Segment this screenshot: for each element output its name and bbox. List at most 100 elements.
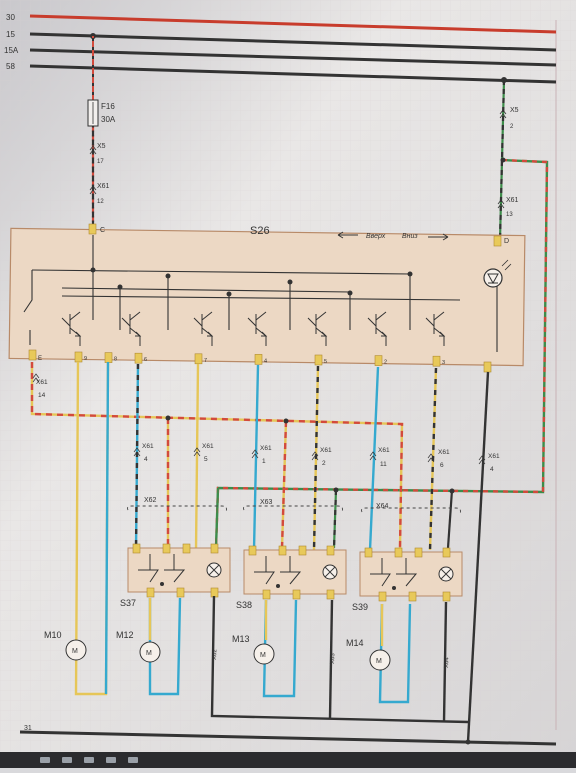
transistor	[425, 311, 446, 346]
ground-label-x63: X63	[330, 653, 336, 665]
terminal-c: C	[100, 227, 105, 234]
wire-label-x61-a-pin: 4	[144, 456, 148, 463]
transistor-group	[61, 311, 446, 346]
transistor	[247, 311, 268, 346]
module-pin	[104, 352, 113, 363]
svg-text:M: M	[376, 658, 382, 665]
conn-x61-top: X61	[97, 183, 110, 190]
module-pin-number: 9	[84, 356, 87, 362]
motor-label: M12	[116, 630, 134, 640]
ground-label-x64: X64	[444, 657, 450, 669]
conn-x61-right-pin: 13	[506, 212, 513, 218]
switch-label: S38	[236, 600, 252, 610]
conn-x5-top: X5	[97, 143, 106, 150]
indicator-lamp	[483, 268, 503, 288]
motor-m12: M M12	[116, 630, 161, 663]
wire-label-x61-f: X61	[438, 449, 450, 456]
module-pin	[432, 355, 441, 367]
switch-label: S37	[120, 598, 136, 608]
switch-boxes: S37 S38 S39	[120, 543, 463, 612]
module-pin-number: 5	[324, 359, 327, 365]
rail-30-label: 30	[6, 13, 15, 22]
switch-s38: S38	[236, 545, 347, 610]
svg-text:M: M	[146, 650, 152, 657]
wire-label-x61-d: X61	[320, 447, 332, 454]
conn-x5-right-pin: 2	[510, 124, 514, 130]
ground-number: 31	[24, 725, 32, 732]
transistor	[367, 311, 388, 346]
fuse-name: F16	[101, 102, 115, 111]
svg-text:M: M	[72, 648, 78, 655]
power-rails: 30 15 15A 58	[4, 13, 557, 84]
wire-label-x61-e: X61	[36, 379, 48, 386]
fuse-rating: 30A	[101, 115, 116, 124]
wire-label-x61-b: X61	[202, 443, 214, 450]
module-down-label: Вниз	[402, 233, 418, 240]
taskbar-icons	[40, 757, 138, 763]
rail-15a	[29, 48, 557, 67]
wire-label-x61-e2: X61	[378, 447, 390, 454]
wire-label-x61-f-pin: 6	[440, 462, 444, 469]
conn-x61-right: X61	[506, 197, 519, 204]
ground-label-x62: X62	[212, 649, 218, 661]
wire-label-x61-g: X61	[488, 453, 500, 460]
monitor-bezel	[0, 752, 576, 768]
module-pin-number: 8	[114, 357, 117, 363]
transistor	[307, 311, 328, 346]
module-body	[8, 227, 526, 367]
wire-label-x61-e-pin: 14	[38, 392, 46, 399]
transistor	[61, 311, 82, 346]
wire-label-x61-c: X61	[260, 445, 272, 452]
terminal-e: E	[38, 356, 42, 362]
module-pin	[254, 354, 263, 365]
motor-m10: M M10	[44, 630, 87, 661]
output-wires	[30, 361, 490, 743]
module-pin-number: 3	[442, 360, 445, 366]
conn-x5-top-pin: 17	[97, 159, 104, 165]
conn-x5-right: X5	[510, 107, 519, 114]
module-s26: S26 Вверх Вниз C D	[8, 223, 526, 373]
module-pin	[374, 355, 383, 366]
feed-left: F16 30A X5 17 X61 12	[87, 33, 116, 225]
transistor	[121, 311, 142, 346]
module-pin	[314, 354, 323, 366]
wire-label-x61-a: X61	[142, 443, 154, 450]
svg-text:M: M	[260, 652, 266, 659]
module-up-label: Вверх	[366, 233, 386, 240]
rail-58	[29, 64, 557, 84]
wire-label-x61-d-pin: 2	[322, 460, 326, 467]
motor-label: M14	[346, 638, 364, 648]
sub-connector-x63: X63	[260, 499, 273, 506]
module-name: S26	[250, 225, 270, 237]
rail-58-label: 58	[6, 62, 15, 71]
module-pin-number: 6	[144, 357, 147, 363]
arrow-up-dir	[337, 231, 358, 239]
rail-15	[29, 32, 557, 52]
motor-label: M13	[232, 634, 250, 644]
transistor	[193, 311, 214, 346]
wire-label-x61-g-pin: 4	[490, 466, 494, 473]
switch-s39: S39	[352, 547, 463, 612]
sub-connector-x64: X64	[376, 503, 389, 510]
module-pin	[134, 352, 143, 364]
switch-label: S39	[352, 602, 368, 612]
wire-labels: X61 14 X61 4 X61 5 X61 1 X61 2 X61 11 X6…	[36, 379, 500, 473]
motor-m14: M M14	[346, 638, 391, 671]
motor-label: M10	[44, 630, 62, 640]
module-pin	[74, 351, 83, 363]
arrow-down-dir	[428, 233, 449, 241]
terminal-d: D	[504, 238, 509, 245]
module-pin	[194, 353, 203, 365]
wire-label-x61-b-pin: 5	[204, 456, 208, 463]
switch-s37: S37	[120, 543, 231, 608]
conn-x61-top-pin: 12	[97, 199, 104, 205]
rail-30	[29, 14, 557, 34]
motor-m13: M M13	[232, 634, 275, 665]
module-pin-number: 7	[204, 358, 207, 364]
module-pin-number: 4	[264, 358, 267, 364]
wire-label-x61-e2-pin: 11	[380, 461, 387, 468]
